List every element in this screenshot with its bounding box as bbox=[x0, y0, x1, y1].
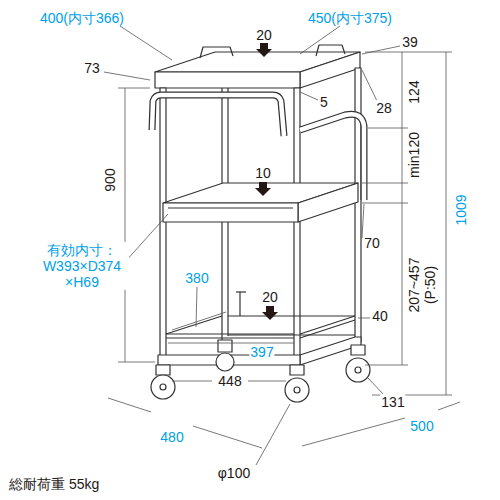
dimension-label: 131 bbox=[380, 394, 405, 410]
inner-width-dimension: 397 bbox=[249, 344, 274, 360]
dimension-label: 39 bbox=[401, 34, 419, 50]
dimension-label: min120 bbox=[406, 131, 422, 179]
dimension-label: 70 bbox=[363, 235, 381, 251]
depth-dimension: 450(内寸375) bbox=[307, 10, 393, 26]
height-dimension: 900 bbox=[102, 167, 118, 192]
overall-depth-dimension: 500 bbox=[409, 418, 434, 434]
total-height-dimension: 1009 bbox=[453, 193, 469, 226]
load-value: 10 bbox=[254, 165, 272, 181]
caster-diameter: φ100 bbox=[217, 465, 251, 481]
overall-width-dimension: 480 bbox=[159, 429, 184, 445]
width-dimension: 400(内寸366) bbox=[39, 10, 125, 26]
dimension-label: 124 bbox=[406, 79, 422, 104]
dimension-label: 5 bbox=[319, 94, 329, 110]
load-capacity-note: 総耐荷重 55kg bbox=[8, 476, 100, 492]
dimension-label: 73 bbox=[83, 60, 101, 76]
inner-depth-dimension: 380 bbox=[184, 270, 209, 286]
caster-span-dimension: 448 bbox=[217, 373, 242, 389]
dimension-label: 40 bbox=[371, 308, 389, 324]
adjust-range-dimension: 207~457 (P:50) bbox=[406, 253, 438, 317]
effective-inner-size: 有効内寸： W393×D374 ×H69 bbox=[35, 242, 129, 290]
dimension-label: 28 bbox=[375, 100, 393, 116]
load-value: 20 bbox=[255, 27, 273, 43]
load-value: 20 bbox=[261, 289, 279, 305]
